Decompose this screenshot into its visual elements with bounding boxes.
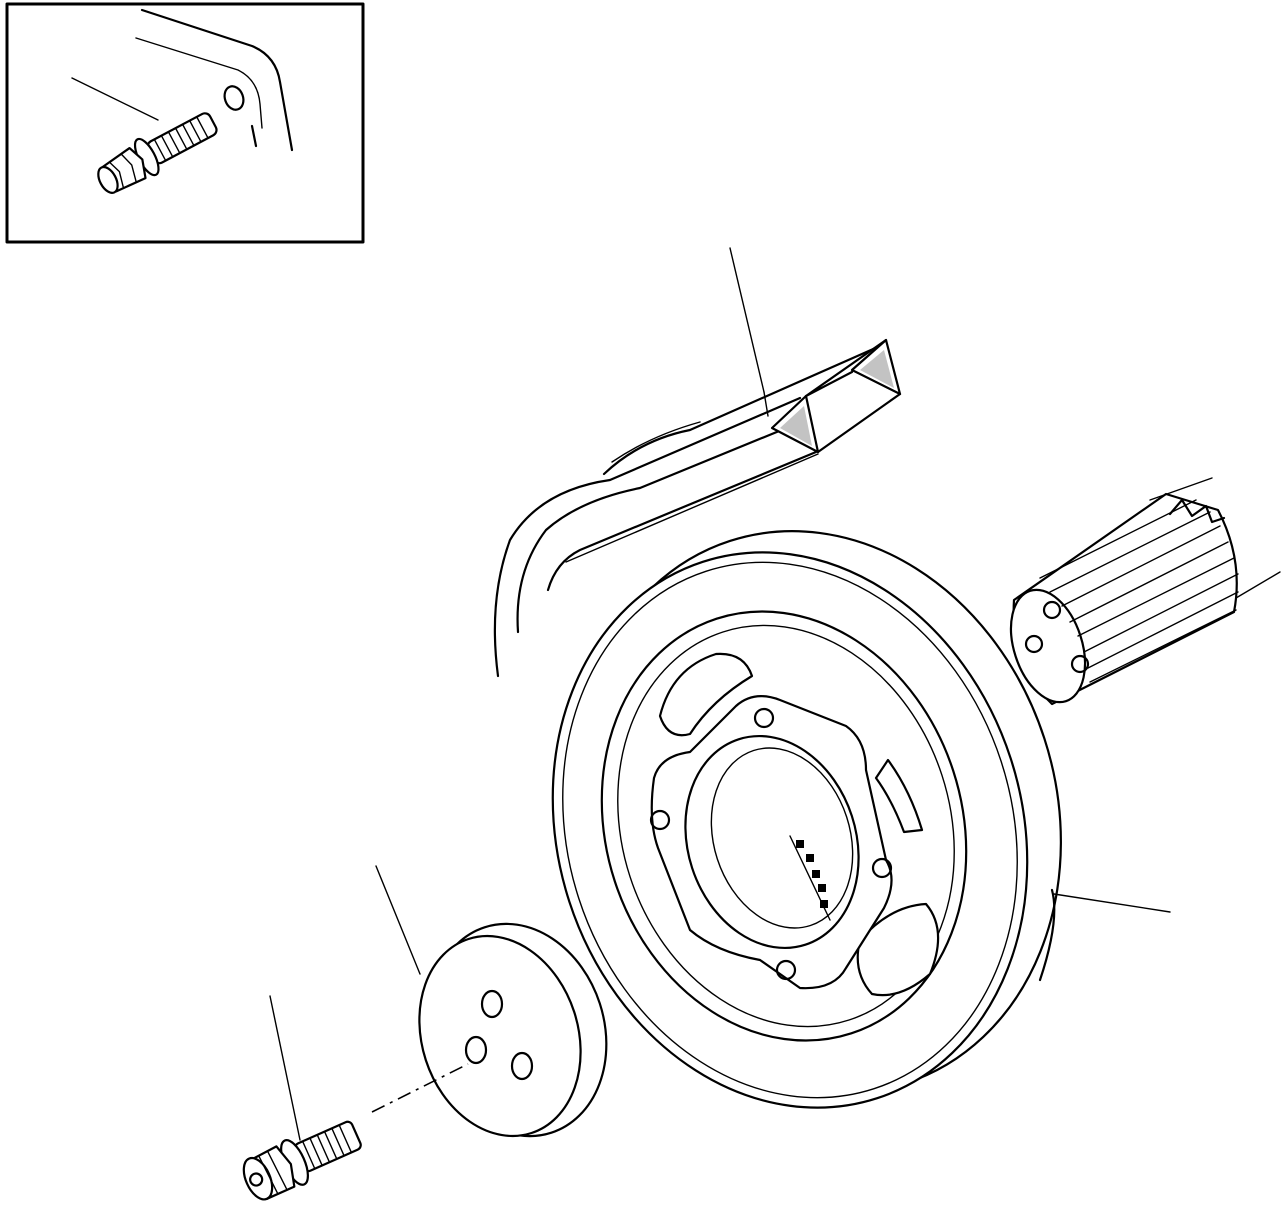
hub-bolt-hole-2 — [649, 809, 671, 831]
hub-bolt-hole-4 — [775, 959, 797, 981]
v-belt-icon — [493, 247, 902, 678]
hub-bolt-hole-3 — [871, 857, 893, 879]
belt-back-edge — [602, 344, 882, 476]
belt-inner-edge — [516, 418, 808, 634]
splined-shaft-icon — [1009, 477, 1281, 706]
pulley-rim-inner-edge — [562, 561, 1018, 1099]
assembly-centerline — [371, 1063, 469, 1113]
pulley-web-outer — [600, 610, 968, 1042]
hub-bore-inner — [710, 747, 854, 929]
belt-outer-edge — [493, 396, 802, 678]
inset-frame — [5, 2, 365, 244]
belt-leader-line — [729, 247, 765, 393]
hub-bolt-hole-1 — [753, 707, 775, 729]
hub-bore-outer — [684, 734, 860, 950]
pulley-leader-line — [1053, 893, 1171, 913]
shaft-hole-1 — [1042, 600, 1062, 620]
plate-hole-1 — [480, 989, 504, 1019]
shaft-hole-2 — [1024, 634, 1044, 654]
plate-hole-2 — [464, 1035, 488, 1065]
inset-tick — [250, 124, 258, 148]
spoke-opening-top — [658, 652, 754, 737]
plate-leader-line — [375, 865, 421, 975]
belt-lower-inner — [565, 453, 819, 563]
spoke-opening-right — [874, 758, 924, 834]
bolt-leader-line — [269, 995, 301, 1141]
shaft-leader-right — [1235, 571, 1281, 599]
pulley-icon — [551, 530, 1171, 1109]
flange-bolt-icon — [97, 112, 218, 194]
inset-leader-line — [71, 77, 159, 121]
inset-detail — [5, 2, 365, 244]
belt-back-shadow — [611, 421, 701, 463]
spoke-opening-bottom — [856, 902, 940, 997]
bolt-icon — [242, 995, 362, 1201]
inset-housing-edge-inner — [135, 37, 263, 129]
plate-hole-3 — [510, 1051, 534, 1081]
belt-lower-edge — [546, 450, 818, 592]
inset-housing-edge — [140, 8, 294, 152]
plate-face — [418, 934, 582, 1138]
washer-plate-icon — [375, 865, 608, 1138]
shaft-hole-3 — [1070, 654, 1090, 674]
inset-hole — [223, 85, 245, 111]
hub-internal-splines — [789, 835, 831, 921]
shaft-leader-top — [1149, 477, 1213, 501]
pulley-web-inner — [617, 624, 955, 1028]
